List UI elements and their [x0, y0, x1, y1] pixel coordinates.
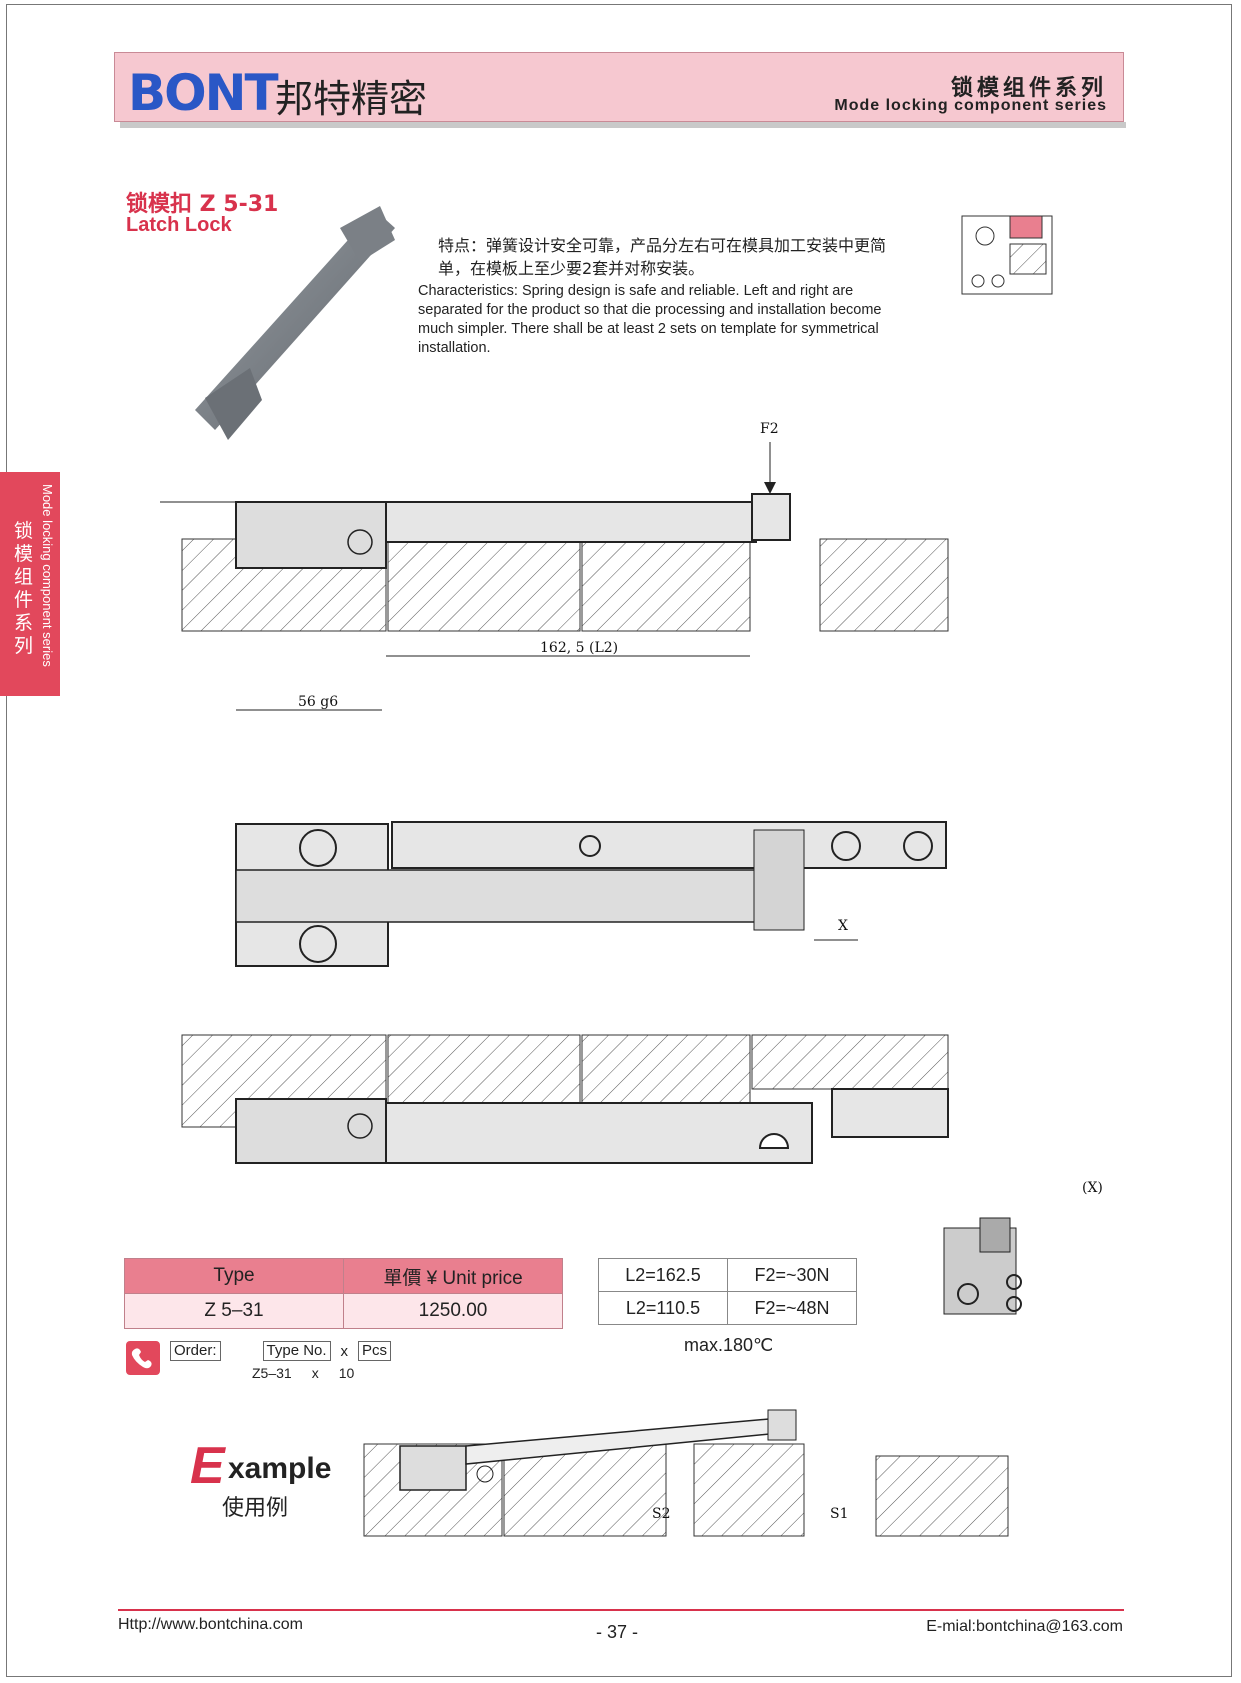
svg-text:162, 5 (L2): 162, 5 (L2) — [540, 640, 618, 656]
spec-cell-l2: L2=162.5 — [598, 1258, 728, 1292]
footer-divider — [118, 1609, 1124, 1611]
footer-email[interactable]: E-mial:bontchina@163.com — [926, 1618, 1123, 1635]
company-name: 邦特精密 — [275, 77, 428, 121]
spec-table: L2=162.5 F2=~30N L2=110.5 F2=~48N — [598, 1258, 857, 1325]
series-title-cn: 锁模组件系列 — [950, 76, 1107, 101]
price-table: Type 單價 ¥ Unit price Z 5–31 1250.00 — [124, 1258, 563, 1329]
plan-view: 56 g6 X — [235, 694, 947, 967]
side-tab-label-cn: 锁模组件系列 — [14, 520, 34, 657]
example-title: xample — [228, 1452, 332, 1485]
svg-text:(X): (X) — [1082, 1180, 1103, 1196]
example-title-letter: E — [190, 1437, 225, 1495]
order-example-multiply: x — [311, 1365, 319, 1381]
price-header-type: Type — [124, 1258, 344, 1294]
spec-cell-f2: F2=~48N — [727, 1291, 857, 1325]
order-example-qty: 10 — [338, 1365, 355, 1381]
header-shadow — [120, 122, 1126, 128]
svg-text:S2: S2 — [652, 1506, 671, 1522]
max-temperature: max.180℃ — [684, 1335, 774, 1355]
order-label: Order: — [170, 1341, 221, 1361]
footer-url[interactable]: Http://www.bontchina.com — [118, 1616, 303, 1633]
svg-text:X: X — [838, 918, 848, 934]
order-example-type: Z5–31 — [252, 1365, 292, 1381]
reference-sketch — [961, 215, 1053, 295]
side-tab-label-en: Mode locking component series — [40, 484, 55, 667]
product-description-cn: 特点：弹簧设计安全可靠，产品分左右可在模具加工安装中更简单，在模板上至少要2套并… — [438, 236, 887, 278]
product-photo — [195, 206, 395, 440]
price-cell-price: 1250.00 — [343, 1293, 563, 1329]
svg-text:56 g6: 56 g6 — [298, 694, 338, 710]
product-title-en: Latch Lock — [126, 214, 232, 236]
section-view-top: 162, 5 (L2) F2 — [160, 421, 949, 657]
example-drawing: S2 S1 — [363, 1409, 1009, 1537]
x-view-detail: (X) — [943, 1180, 1103, 1315]
product-title-cn: 锁模扣 Z 5-31 — [126, 192, 279, 217]
svg-text:S1: S1 — [830, 1506, 849, 1522]
spec-cell-l2: L2=110.5 — [598, 1291, 728, 1325]
header-band — [114, 52, 1124, 122]
side-tab — [0, 472, 60, 696]
example-title-cn: 使用例 — [222, 1496, 289, 1521]
order-multiply: x — [340, 1342, 349, 1360]
series-title-en: Mode locking component series — [834, 97, 1107, 114]
page-number: - 37 - — [596, 1622, 639, 1642]
price-header-unit-price: 單價 ¥ Unit price — [343, 1258, 563, 1294]
price-cell-type: Z 5–31 — [124, 1293, 344, 1329]
product-description-en: Characteristics: Spring design is safe a… — [418, 283, 882, 356]
section-view-bottom — [181, 1034, 949, 1164]
phone-icon — [126, 1341, 160, 1375]
spec-cell-f2: F2=~30N — [727, 1258, 857, 1292]
type-no-label: Type No. — [262, 1341, 331, 1361]
brand-logo: BONT — [128, 64, 279, 122]
svg-text:F2: F2 — [760, 421, 779, 437]
page-frame — [6, 4, 1232, 1677]
pcs-label: Pcs — [358, 1341, 392, 1361]
